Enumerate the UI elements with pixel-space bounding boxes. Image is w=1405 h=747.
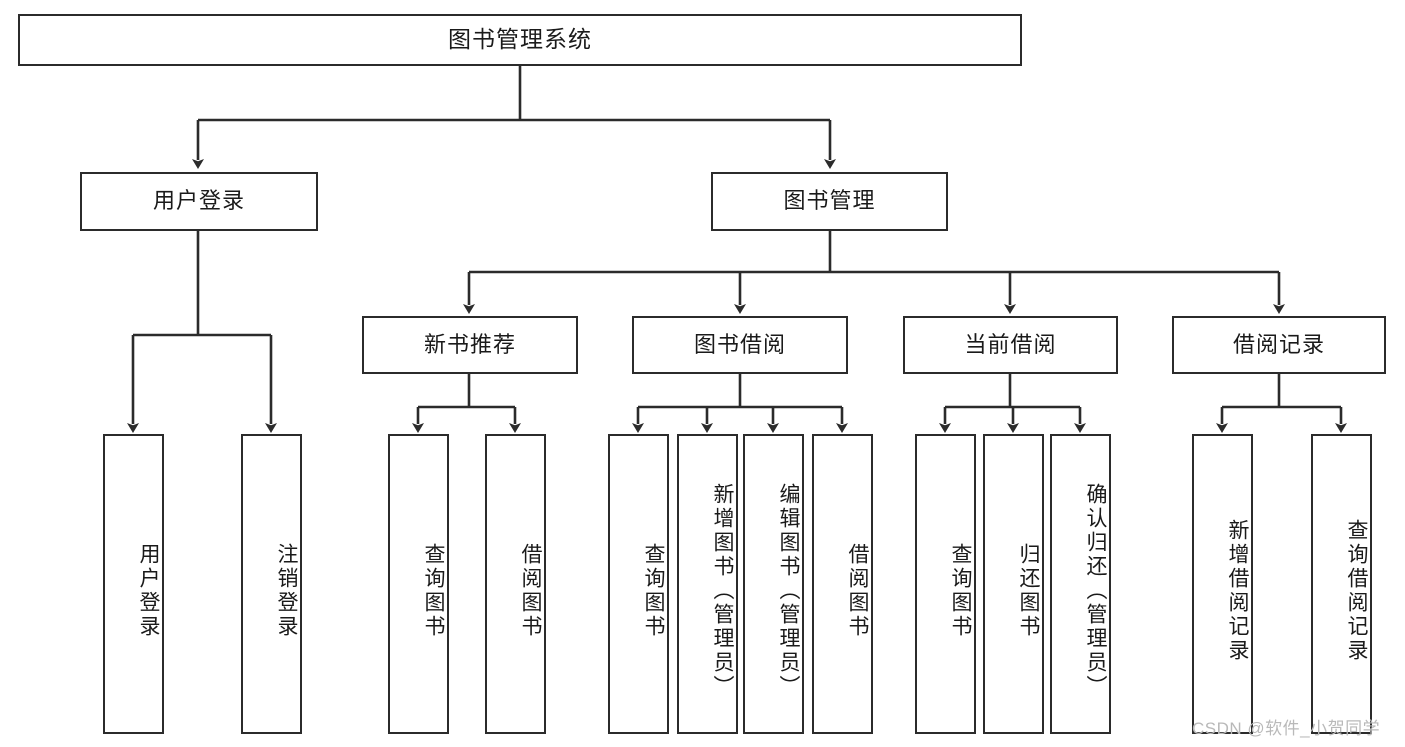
node-book-management[interactable]: 图书管理 [711, 172, 948, 231]
watermark: CSDN @软件_小贺同学 [1192, 719, 1381, 738]
leaf-book-borrow-query-book[interactable]: 查询图书 [608, 434, 669, 734]
node-label: 借阅图书 [846, 543, 869, 639]
node-root-system[interactable]: 图书管理系统 [18, 14, 1022, 66]
leaf-book-borrow-borrow-book[interactable]: 借阅图书 [812, 434, 873, 734]
node-label: 归还图书 [1017, 543, 1040, 639]
node-label: 查询图书 [949, 543, 972, 639]
node-label: 用户登录 [152, 188, 245, 214]
node-label: 借阅图书 [519, 543, 542, 639]
node-book-borrow[interactable]: 图书借阅 [632, 316, 848, 374]
node-label: 新增图书（管理员） [711, 483, 734, 699]
leaf-current-borrow-confirm-return[interactable]: 确认归还（管理员） [1050, 434, 1111, 734]
node-label: 图书管理系统 [448, 26, 592, 53]
leaf-new-book-query-book[interactable]: 查询图书 [388, 434, 449, 734]
node-label: 用户登录 [137, 543, 160, 639]
node-borrow-record[interactable]: 借阅记录 [1172, 316, 1386, 374]
node-label: 查询图书 [642, 543, 665, 639]
node-label: 编辑图书（管理员） [777, 483, 800, 699]
node-label: 新增借阅记录 [1226, 519, 1249, 663]
node-label: 确认归还（管理员） [1084, 483, 1107, 699]
leaf-new-book-borrow-book[interactable]: 借阅图书 [485, 434, 546, 734]
node-user-login[interactable]: 用户登录 [80, 172, 318, 231]
node-label: 借阅记录 [1232, 331, 1325, 357]
node-label: 图书管理 [783, 188, 876, 214]
node-label: 注销登录 [275, 543, 298, 639]
leaf-user-login-signout[interactable]: 注销登录 [241, 434, 302, 734]
leaf-book-borrow-edit-book[interactable]: 编辑图书（管理员） [743, 434, 804, 734]
leaf-user-login-signin[interactable]: 用户登录 [103, 434, 164, 734]
leaf-borrow-record-add-record[interactable]: 新增借阅记录 [1192, 434, 1253, 734]
node-current-borrow[interactable]: 当前借阅 [903, 316, 1118, 374]
node-label: 查询借阅记录 [1345, 519, 1368, 663]
node-new-book-recommend[interactable]: 新书推荐 [362, 316, 578, 374]
leaf-borrow-record-query-record[interactable]: 查询借阅记录 [1311, 434, 1372, 734]
node-label: 查询图书 [422, 543, 445, 639]
node-label: 图书借阅 [693, 331, 786, 357]
leaf-current-borrow-query-book[interactable]: 查询图书 [915, 434, 976, 734]
leaf-book-borrow-add-book[interactable]: 新增图书（管理员） [677, 434, 738, 734]
node-label: 当前借阅 [964, 331, 1057, 357]
leaf-current-borrow-return-book[interactable]: 归还图书 [983, 434, 1044, 734]
node-label: 新书推荐 [423, 331, 516, 357]
